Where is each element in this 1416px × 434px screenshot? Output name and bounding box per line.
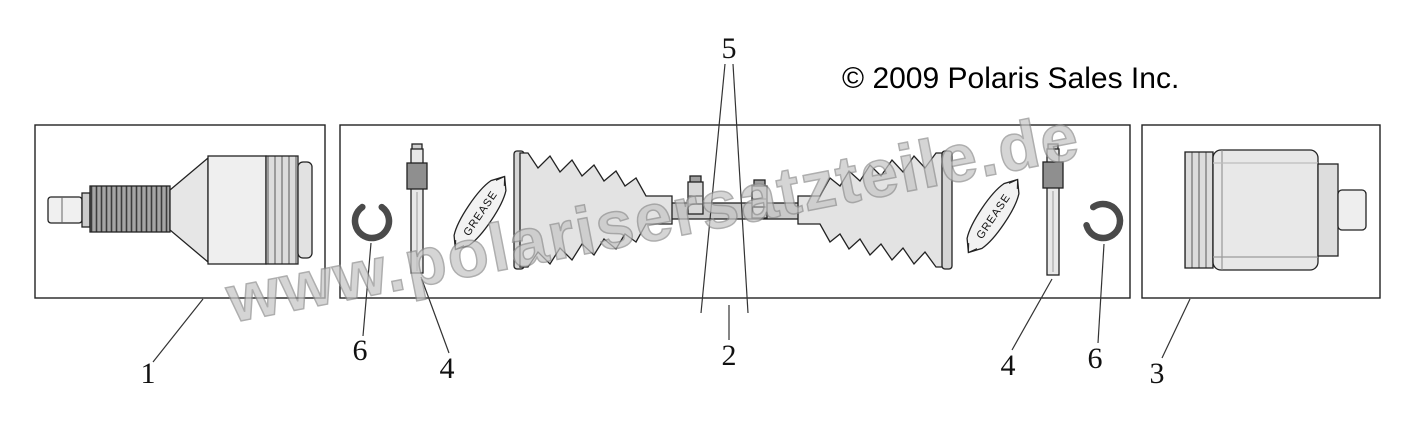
copyright-text: © 2009 Polaris Sales Inc. [842,62,1179,95]
callout-2-shaft-assembly: 2 [722,339,737,372]
callout-4-clamp-left: 4 [440,352,455,385]
snap-ring-right [1082,200,1124,242]
callout-5-shaft-clamps: 5 [722,32,737,65]
callout-6-snap-ring-right: 6 [1088,342,1103,375]
callout-6-snap-ring-left: 6 [353,334,368,367]
snap-ring-left [351,200,393,242]
leader-lines [152,63,1191,363]
grease-packet-left: GREASE [453,175,507,251]
shaft-clamp-right [751,179,768,219]
drive-shaft [663,202,805,220]
cv-boot-left [513,150,673,270]
callout-3-inner-joint: 3 [1150,357,1165,390]
grease-packet-right: GREASE [966,178,1020,254]
shaft-clamp-left [687,175,704,215]
boot-clamp-left [406,143,428,274]
outer-cv-joint [47,155,313,265]
callout-1-outer-joint: 1 [141,357,156,390]
callout-4-clamp-right: 4 [1001,349,1016,382]
part-box-inner-joint [1141,124,1381,299]
inner-cv-joint [1184,149,1367,271]
cv-boot-right [797,150,953,270]
part-box-outer-joint [34,124,326,299]
boot-clamp-right [1042,143,1064,276]
part-box-shaft-assembly [339,124,1131,299]
